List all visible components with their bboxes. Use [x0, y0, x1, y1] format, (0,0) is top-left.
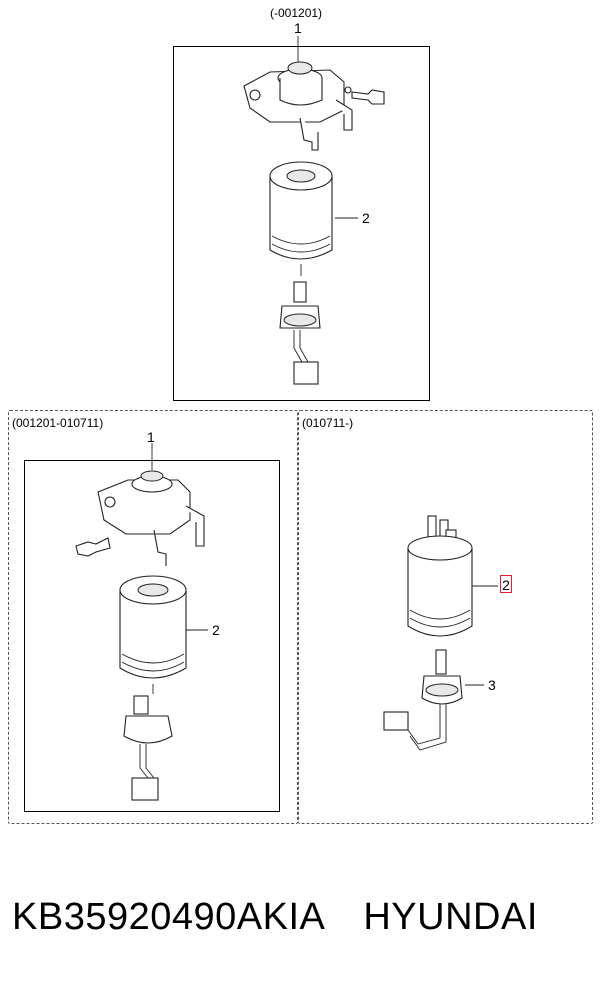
footer-brand: HYUNDAI: [363, 896, 538, 938]
right-section-range: (010711-): [302, 416, 354, 430]
left-callout-2[interactable]: 2: [212, 622, 220, 638]
left-filter-head: [75, 470, 205, 566]
top-filter-cartridge: [269, 161, 333, 276]
top-callout-1[interactable]: 1: [294, 20, 302, 36]
right-callout-3[interactable]: 3: [488, 677, 496, 693]
top-water-sensor: [279, 281, 321, 385]
left-water-sensor: [123, 695, 173, 801]
right-water-sensor: [383, 649, 463, 751]
left-filter-cartridge: [119, 575, 187, 694]
top-section-range: (-001201): [270, 6, 323, 20]
footer: KB35920490AKIA HYUNDAI: [12, 896, 576, 939]
top-callout-2[interactable]: 2: [362, 210, 370, 226]
top-filter-head: [243, 61, 385, 151]
top-frame: [173, 46, 430, 401]
footer-part-number: KB35920490AKIA: [12, 896, 326, 938]
right-dashed-region: [298, 410, 593, 824]
left-section-range: (001201-010711): [12, 416, 104, 430]
left-dashed-region: [8, 410, 298, 824]
left-callout-1[interactable]: 1: [147, 429, 155, 445]
right-callout-2[interactable]: 2: [500, 575, 512, 593]
leader-lines: [151, 36, 498, 686]
right-filter-cartridge: [407, 515, 473, 637]
